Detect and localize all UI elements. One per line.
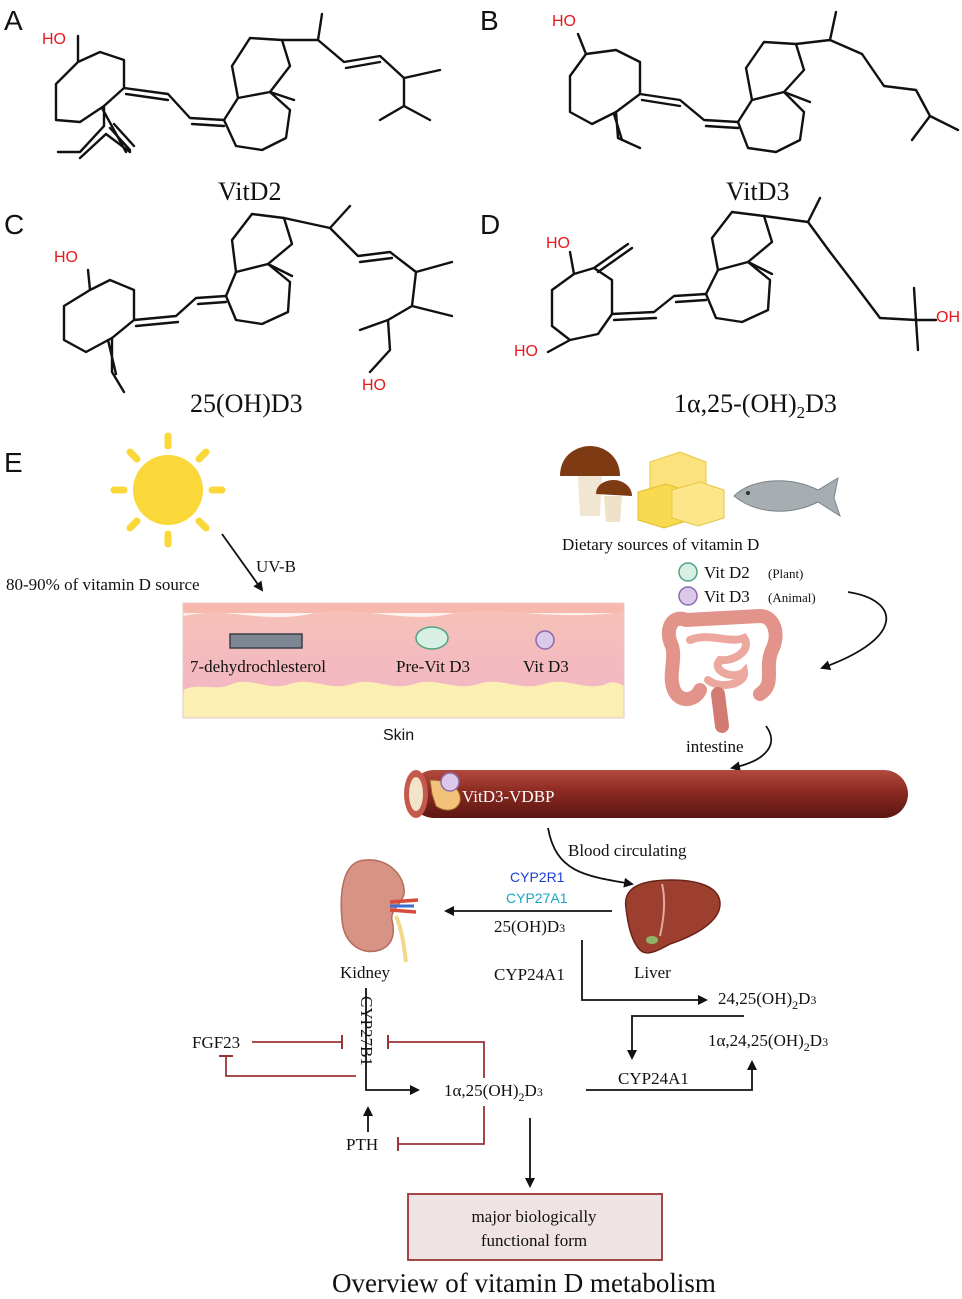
sunlight-source-label: 80-90% of vitamin D source [6, 575, 200, 594]
vessel-label: VitD3-VDBP [462, 787, 555, 806]
1-24-25-ohd3-label: 1α,24,25(OH)2D3 [708, 1031, 828, 1054]
hydroxyl-label-d3: OH [936, 309, 960, 326]
panel-letter-c: C [4, 209, 24, 240]
25ohd3-name: 25(OH)D3 [190, 389, 303, 418]
panel-letter-b: B [480, 5, 499, 36]
calcitriol-label: 1α,25(OH)2D3 [444, 1081, 543, 1104]
cheese-icon [637, 451, 725, 529]
skin-item-vitd3: Vit D3 [523, 657, 569, 676]
fgf23-label: FGF23 [192, 1033, 240, 1052]
calcitriol-inhibits-pth [397, 1106, 485, 1151]
kidney-icon [340, 859, 419, 963]
intestine-to-blood-arrow [730, 725, 772, 772]
dietary-title: Dietary sources of vitamin D [562, 535, 759, 554]
panel-c: C HO HO 25(OH)D3 [4, 204, 454, 418]
25ohd3-structure [62, 204, 454, 394]
liver-label: Liver [634, 963, 671, 982]
vitd2-structure [54, 12, 442, 160]
skin-item-7dhc: 7-dehydrochlesterol [190, 657, 326, 676]
functional-form-line1: major biologically [471, 1207, 597, 1226]
cyp27b1-label: CYP27B1 [357, 996, 376, 1066]
liver-icon [624, 879, 721, 954]
25ohd3-label: 25(OH)D3 [494, 917, 565, 936]
intestine-label: intestine [686, 737, 744, 756]
hydroxyl-label-a: HO [42, 31, 66, 48]
vitd2-legend-marker [678, 562, 698, 582]
cyp27a1-label: CYP27A1 [506, 890, 568, 906]
calcitriol-inhibits-cyp27b1 [387, 1035, 485, 1078]
functional-form-box [407, 1193, 663, 1261]
skin-vitd3-marker [535, 630, 555, 650]
fish-icon [733, 476, 841, 518]
24-25-ohd3-label: 24,25(OH)2D3 [718, 989, 816, 1012]
uvb-arrow [221, 533, 264, 592]
kidney-label: Kidney [340, 963, 391, 982]
vitd3-legend-source: (Animal) [768, 590, 816, 605]
overview-caption: Overview of vitamin D metabolism [332, 1268, 716, 1298]
hydroxyl-label-d2: HO [514, 343, 538, 360]
diet-to-intestine-arrow [820, 591, 887, 671]
vitd2-name: VitD2 [218, 177, 281, 206]
calcitriol-name: 1α,25-(OH)2D3 [674, 389, 837, 422]
skin-label: Skin [383, 727, 414, 744]
mushroom-icon [560, 446, 632, 522]
panel-b: B HO VitD3 [480, 5, 960, 206]
skin-item-previtd3: Pre-Vit D3 [396, 657, 470, 676]
sun-icon [110, 432, 226, 548]
panel-letter-d: D [480, 209, 500, 240]
7-dehydrocholesterol-marker [229, 633, 303, 649]
vitd2-legend-label: Vit D2 [704, 563, 750, 582]
skin-cross-section [182, 602, 625, 719]
calcitriol-inhibits-fgf23 [219, 1055, 356, 1077]
cyp2r1-label: CYP2R1 [510, 869, 565, 885]
hydroxyl-label-b: HO [552, 13, 576, 30]
blood-to-liver-arrow [547, 827, 634, 888]
pth-label: PTH [346, 1135, 378, 1154]
panel-letter-e: E [4, 447, 23, 478]
calcitriol-structure [546, 196, 938, 354]
blood-vessel [404, 770, 908, 818]
vitd3-legend-marker [678, 586, 698, 606]
vitd2-legend-source: (Plant) [768, 566, 803, 581]
blood-circulating-label: Blood circulating [568, 841, 687, 860]
to-24-25-arrow [581, 940, 708, 1005]
hydroxyl-label-c1: HO [54, 249, 78, 266]
panel-letter-a: A [4, 5, 23, 36]
functional-form-line2: functional form [481, 1231, 587, 1250]
intestine-icon [661, 608, 783, 733]
pre-vitd3-marker [415, 626, 449, 650]
calcitriol-to-1-24-25-arrow [586, 1060, 757, 1091]
vitd3-structure [568, 10, 960, 154]
hydroxyl-label-d1: HO [546, 235, 570, 252]
cyp24a1-top-label: CYP24A1 [494, 965, 565, 984]
panel-d: D HO HO OH 1α,25-(OH)2D3 [480, 196, 960, 422]
hydroxyl-label-c2: HO [362, 377, 386, 394]
vitd3-name: VitD3 [726, 177, 789, 206]
vitd3-legend-label: Vit D3 [704, 587, 750, 606]
24-25-to-1-24-25-arrow [627, 1015, 744, 1060]
kidney-to-calcitriol-arrow [365, 988, 420, 1095]
uvb-label: UV-B [256, 557, 296, 576]
panel-a: A HO VitD2 [4, 5, 442, 206]
cyp24a1-bottom-label: CYP24A1 [618, 1069, 689, 1088]
